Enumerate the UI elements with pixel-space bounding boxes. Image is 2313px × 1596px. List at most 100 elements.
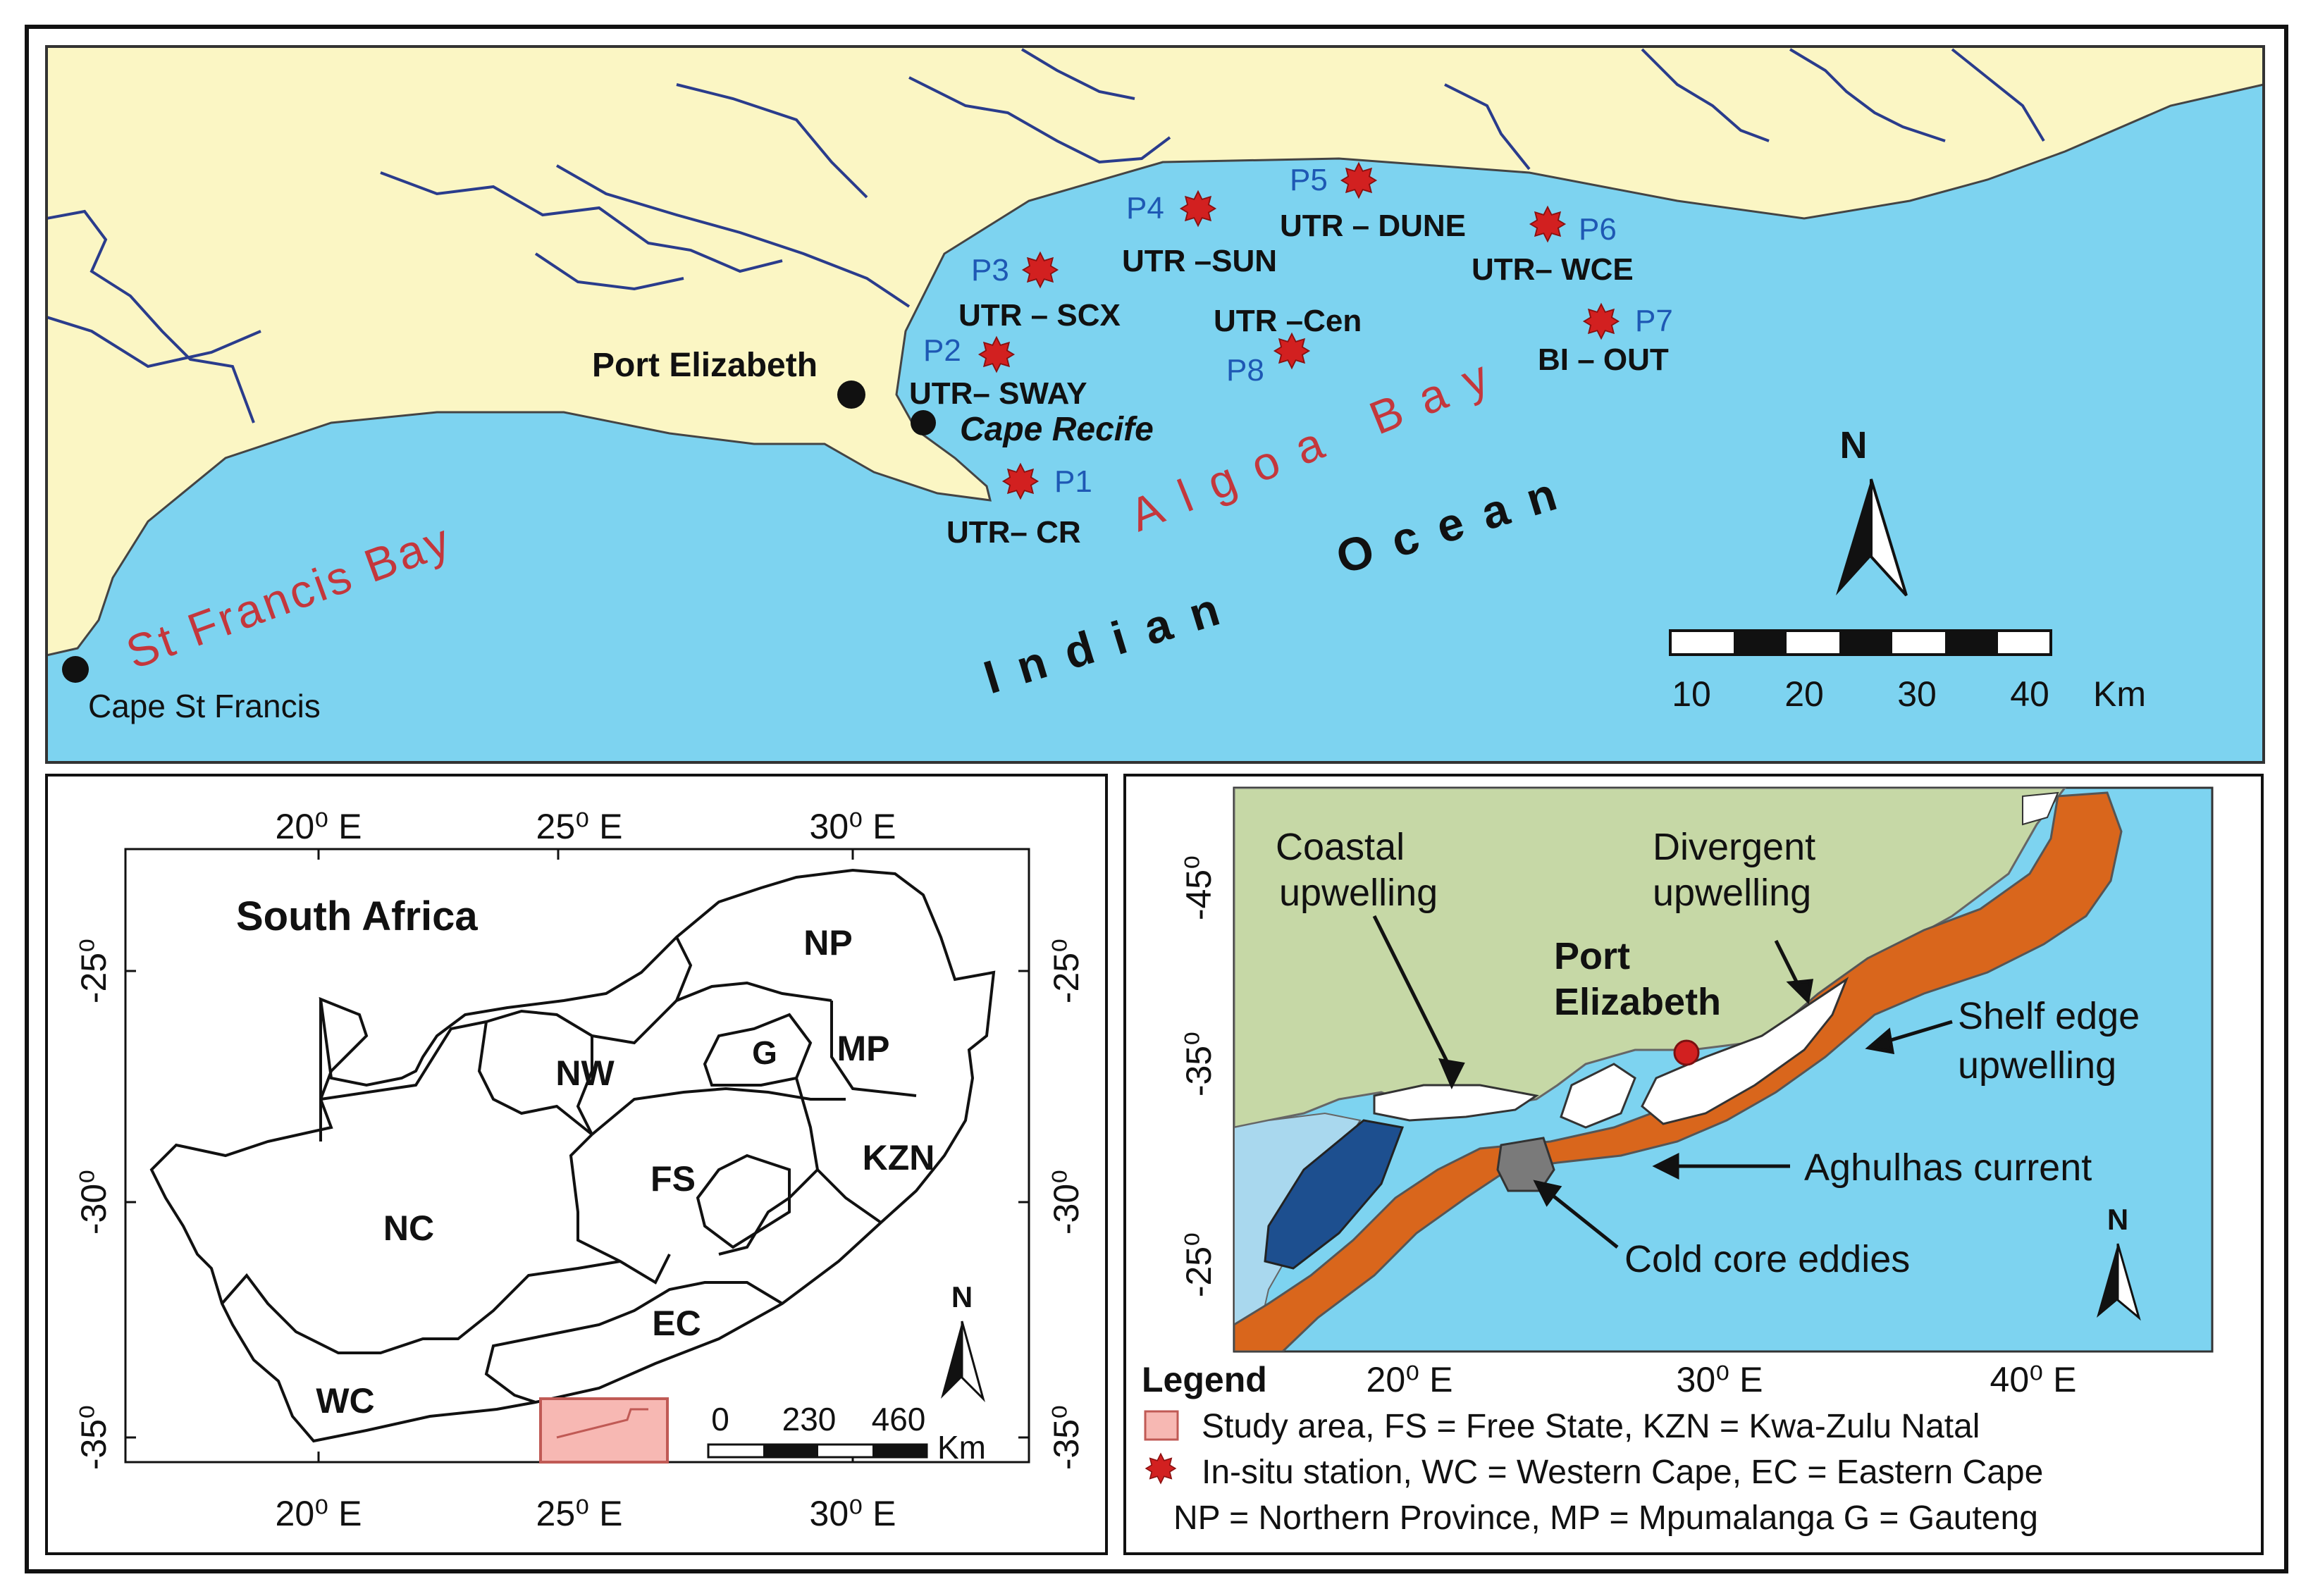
station-star-icon: [1529, 206, 1566, 242]
currents-lon-label: 40⁰ E: [1990, 1360, 2077, 1399]
divergent-upwelling-zone: [1641, 977, 1849, 1125]
port-elizabeth-label: Port: [1554, 935, 1630, 977]
place-label-port-elizabeth: Port Elizabeth: [592, 347, 818, 384]
port-elizabeth-dot: [1673, 1039, 1700, 1066]
cold-water-patch: [1264, 1119, 1405, 1270]
rivers: [48, 48, 2045, 423]
province-label-nc: NC: [383, 1208, 434, 1248]
aghulhas-current-label: Aghulhas current: [1804, 1146, 2092, 1189]
province-label-nw: NW: [555, 1053, 615, 1093]
lon-label-bottom: 25⁰ E: [536, 1494, 623, 1533]
province-label-mp: MP: [837, 1029, 890, 1068]
currents-lat-label: -35⁰: [1179, 1032, 1219, 1096]
legend-station-star-icon: [1145, 1453, 1176, 1484]
station-code: P6: [1579, 212, 1617, 247]
lon-label-top: 20⁰ E: [276, 807, 362, 846]
station-star-icon: [1340, 162, 1377, 199]
lat-label-left: -30⁰: [74, 1170, 113, 1235]
currents-north-arrow-icon: N: [2097, 1203, 2141, 1321]
divergent-upwelling-label: Divergent: [1653, 826, 1815, 868]
top-scale-bar: 10 20 30 40 Km: [1669, 629, 2146, 714]
lon-label-top: 30⁰ E: [810, 807, 896, 846]
legend: Legend Study area, FS = Free State, KZN …: [1142, 1360, 2043, 1537]
lat-label-left: -35⁰: [74, 1405, 113, 1470]
province-boundaries: [221, 936, 917, 1404]
currents-land: [1234, 788, 2066, 1129]
station-star-icon: [1583, 303, 1620, 340]
province-label-fs: FS: [650, 1159, 696, 1199]
currents-lon-label: 20⁰ E: [1367, 1360, 1453, 1399]
south-africa-map: 20⁰ E 25⁰ E 30⁰ E 20⁰ E 25⁰ E 30⁰ E -25⁰…: [45, 774, 1108, 1555]
lon-label-bottom: 30⁰ E: [810, 1494, 896, 1533]
station-P6: P6 UTR– WCE: [1472, 206, 1634, 287]
scale-tick-label: 20: [1784, 674, 1824, 714]
currents-lon-label: 30⁰ E: [1677, 1360, 1763, 1399]
station-P3: P3 UTR – SCX: [958, 252, 1121, 333]
station-name: UTR – SCX: [958, 298, 1121, 333]
station-code: P5: [1290, 163, 1328, 197]
sa-scale-tick-label: 460: [872, 1401, 926, 1437]
shelf-edge-upwelling-label: upwelling: [1958, 1044, 2116, 1087]
station-star-icon: [978, 336, 1015, 373]
legend-title: Legend: [1142, 1360, 1267, 1399]
station-code: P3: [971, 253, 1009, 287]
cape-st-francis-marker: [62, 656, 89, 683]
station-name: UTR – DUNE: [1280, 209, 1466, 243]
port-elizabeth-label: Elizabeth: [1554, 981, 1721, 1023]
station-code: P1: [1054, 464, 1092, 499]
station-P4: P4 UTR –SUN: [1122, 190, 1277, 278]
currents-map: Coastal upwelling Divergent upwelling Po…: [1123, 774, 2264, 1555]
upwelling-zone-small: [1560, 1063, 1636, 1129]
scale-tick-label: 40: [2010, 674, 2049, 714]
sa-scale-unit-label: Km: [937, 1429, 986, 1466]
coastal-upwelling-zone: [1373, 1084, 1539, 1122]
legend-study-area-swatch: [1144, 1410, 1179, 1441]
sa-scale-tick-label: 230: [782, 1401, 837, 1437]
annotation-arrows: [1372, 915, 1953, 1249]
province-label-ec: EC: [652, 1304, 701, 1343]
station-name: BI – OUT: [1538, 342, 1669, 377]
sa-map-title: South Africa: [236, 893, 478, 939]
north-arrow-label: N: [1840, 424, 1868, 466]
scale-tick-label: 10: [1672, 674, 1711, 714]
station-P1: P1 UTR– CR: [946, 463, 1092, 550]
province-label-np: NP: [803, 923, 852, 963]
place-label-cape-recife: Cape Recife: [960, 411, 1154, 448]
legend-line: Study area, FS = Free State, KZN = Kwa-Z…: [1202, 1408, 1980, 1445]
top-map: Port Elizabeth Cape Recife Cape St Franc…: [45, 45, 2265, 764]
station-name: UTR –SUN: [1122, 244, 1277, 278]
legend-line: NP = Northern Province, MP = Mpumalanga …: [1173, 1499, 2038, 1537]
north-arrow-icon: N: [1836, 424, 1908, 597]
station-name: UTR– WCE: [1472, 252, 1634, 287]
station-star-icon: [1273, 333, 1310, 369]
sa-scale-bar: 0 230 460 Km: [707, 1401, 986, 1466]
coastal-upwelling-label: upwelling: [1279, 872, 1438, 914]
study-area-box: [539, 1397, 669, 1464]
station-P2: P2 UTR– SWAY: [909, 333, 1087, 411]
station-star-icon: [1002, 463, 1039, 500]
station-P7: P7 BI – OUT: [1538, 303, 1673, 377]
upwelling-zone-north: [2022, 791, 2059, 826]
lat-label-right: -30⁰: [1047, 1170, 1086, 1235]
sa-scale-tick-label: 0: [711, 1401, 729, 1437]
sa-north-label: N: [951, 1280, 973, 1313]
lon-label-top: 25⁰ E: [536, 807, 623, 846]
station-code: P7: [1635, 304, 1673, 338]
station-name: UTR– CR: [946, 515, 1081, 550]
station-name: UTR– SWAY: [909, 376, 1087, 411]
divergent-upwelling-label: upwelling: [1653, 872, 1811, 914]
scale-tick-label: 30: [1897, 674, 1937, 714]
lat-label-left: -25⁰: [74, 939, 113, 1003]
station-name: UTR –Cen: [1214, 304, 1362, 338]
currents-lat-label: -25⁰: [1179, 1232, 1219, 1297]
legend-line: In-situ station, WC = Western Cape, EC =…: [1202, 1454, 2043, 1491]
scale-unit-label: Km: [2093, 674, 2146, 714]
currents-north-label: N: [2107, 1203, 2128, 1236]
province-label-kzn: KZN: [863, 1138, 935, 1177]
cape-recife-marker: [911, 410, 936, 435]
port-elizabeth-marker: [837, 381, 865, 409]
place-label-cape-st-francis: Cape St Francis: [88, 688, 321, 724]
province-label-wc: WC: [316, 1381, 374, 1421]
station-P8: P8 UTR –Cen: [1214, 304, 1362, 388]
